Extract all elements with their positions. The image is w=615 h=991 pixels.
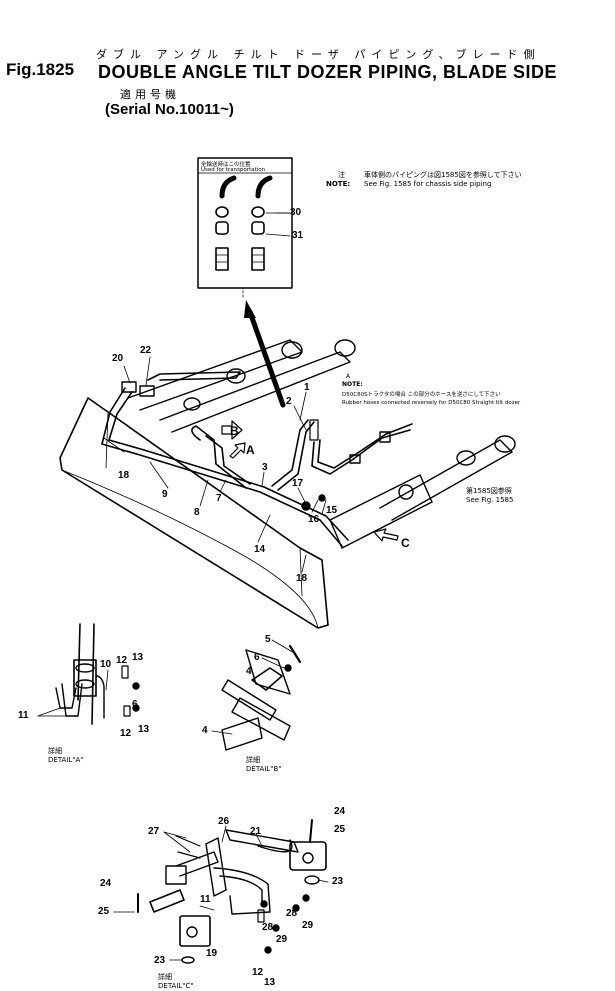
detail-c-callout-23-left: 23 (154, 955, 166, 966)
detail-c-callout-28-right: 28 (286, 908, 298, 919)
detail-c-callout-11: 11 (200, 894, 211, 905)
callout-14: 14 (254, 544, 266, 555)
detail-c-callout-21: 21 (250, 826, 262, 837)
detail-a-callout-13-top: 13 (132, 652, 144, 663)
detail-c-callout-29-left: 29 (276, 934, 288, 945)
note-label: NOTE: (326, 180, 351, 188)
detail-c-callout-29-right: 29 (302, 920, 314, 931)
note-a-japanese: D50C80Sトラクタの場合 この部分のホースを逆さにして下さい (342, 392, 501, 398)
push-arms (127, 339, 516, 549)
detail-a-callout-11: 11 (18, 710, 29, 721)
note-label-japanese: 注 (338, 171, 345, 179)
see-fig-japanese: 第1585図参照 (466, 487, 512, 495)
callout-1: 1 (304, 382, 310, 393)
transport-english: Used for transportation (201, 167, 266, 173)
detail-c-callout-12: 12 (252, 967, 264, 978)
detail-c-callout-27: 27 (148, 826, 160, 837)
callout-30: 30 (290, 207, 302, 218)
callout-15: 15 (326, 505, 338, 516)
detail-c-callout-19: 19 (206, 948, 218, 959)
transport-inset (197, 157, 293, 289)
callout-8: 8 (194, 507, 200, 518)
detail-a-callout-13-bottom: 13 (138, 724, 150, 735)
hose-clamps (121, 381, 391, 511)
detail-c-callout-25-right: 25 (334, 824, 346, 835)
detail-b-callout-5: 5 (265, 634, 271, 645)
callout-20: 20 (112, 353, 124, 364)
callout-9: 9 (162, 489, 168, 500)
detail-a-title: DETAIL"A" (48, 756, 84, 764)
view-arrow-b-label: B (230, 424, 239, 438)
detail-a-callout-12-top: 12 (116, 655, 128, 666)
transport-elbow-right (251, 175, 273, 271)
detail-b-japanese: 詳細 (246, 756, 260, 764)
detail-c-callout-13: 13 (264, 977, 276, 988)
transport-elbow-left (215, 175, 237, 271)
callout-18-left: 18 (118, 470, 130, 481)
see-fig-english: See Fig. 1585 (466, 496, 514, 504)
detail-c-callout-28-left: 28 (262, 922, 274, 933)
detail-a-callout-10: 10 (100, 659, 112, 670)
serial-japanese: 適用号機 (120, 88, 180, 101)
blade-piping (101, 371, 413, 547)
callout-31: 31 (292, 230, 304, 241)
callout-22: 22 (140, 345, 152, 356)
figure-number: Fig.1825 (6, 60, 75, 79)
note-a-heading: NOTE: (342, 381, 363, 388)
detail-c-callout-24-right: 24 (334, 806, 346, 817)
callout-3: 3 (262, 462, 268, 473)
detail-b-callout-4-bottom: 4 (202, 725, 208, 736)
diagram-title: DOUBLE ANGLE TILT DOZER PIPING, BLADE SI… (98, 62, 558, 82)
detail-c-callout-24-left: 24 (100, 878, 112, 889)
detail-b-drawing (211, 639, 302, 751)
leader-lines (103, 212, 327, 573)
callout-2: 2 (286, 396, 292, 407)
view-arrow-a-label: A (246, 443, 255, 457)
note-a-label: A (346, 373, 351, 380)
note-english: See Fig. 1585 for chassis side piping (364, 180, 492, 188)
detail-b-callout-6: 6 (254, 652, 260, 663)
note-japanese: 車体側のパイピングは図1585図を参照して下さい (364, 171, 522, 179)
detail-a-callout-6: 6 (132, 699, 138, 710)
detail-c-japanese: 詳細 (158, 973, 172, 981)
detail-b-callout-4-top: 4 (246, 666, 252, 677)
view-arrow-c-label: C (401, 536, 410, 550)
detail-c-callout-25-left: 25 (98, 906, 110, 917)
detail-c-title: DETAIL"C" (158, 982, 194, 990)
view-arrows (221, 420, 399, 542)
callout-16: 16 (308, 514, 320, 525)
transport-japanese: 全輸送時はこの位置 (201, 162, 251, 168)
detail-c-callout-26: 26 (218, 816, 230, 827)
detail-b-title: DETAIL"B" (246, 765, 282, 773)
leader-arrow (242, 287, 286, 408)
detail-a-drawing (37, 623, 140, 725)
title-japanese: ダブル アングル チルト ドーザ パイピング、ブレード側 (96, 48, 541, 61)
detail-a-callout-12-bottom: 12 (120, 728, 132, 739)
serial-range: (Serial No.10011~) (105, 101, 234, 118)
detail-c-callout-23-right: 23 (332, 876, 344, 887)
note-a-english: Rubber hoses connected reversely for D50… (342, 400, 521, 406)
callout-17: 17 (292, 478, 304, 489)
callout-7: 7 (216, 493, 222, 504)
callout-18-right: 18 (296, 573, 308, 584)
detail-a-japanese: 詳細 (48, 747, 62, 755)
detail-c-drawing (113, 819, 329, 964)
